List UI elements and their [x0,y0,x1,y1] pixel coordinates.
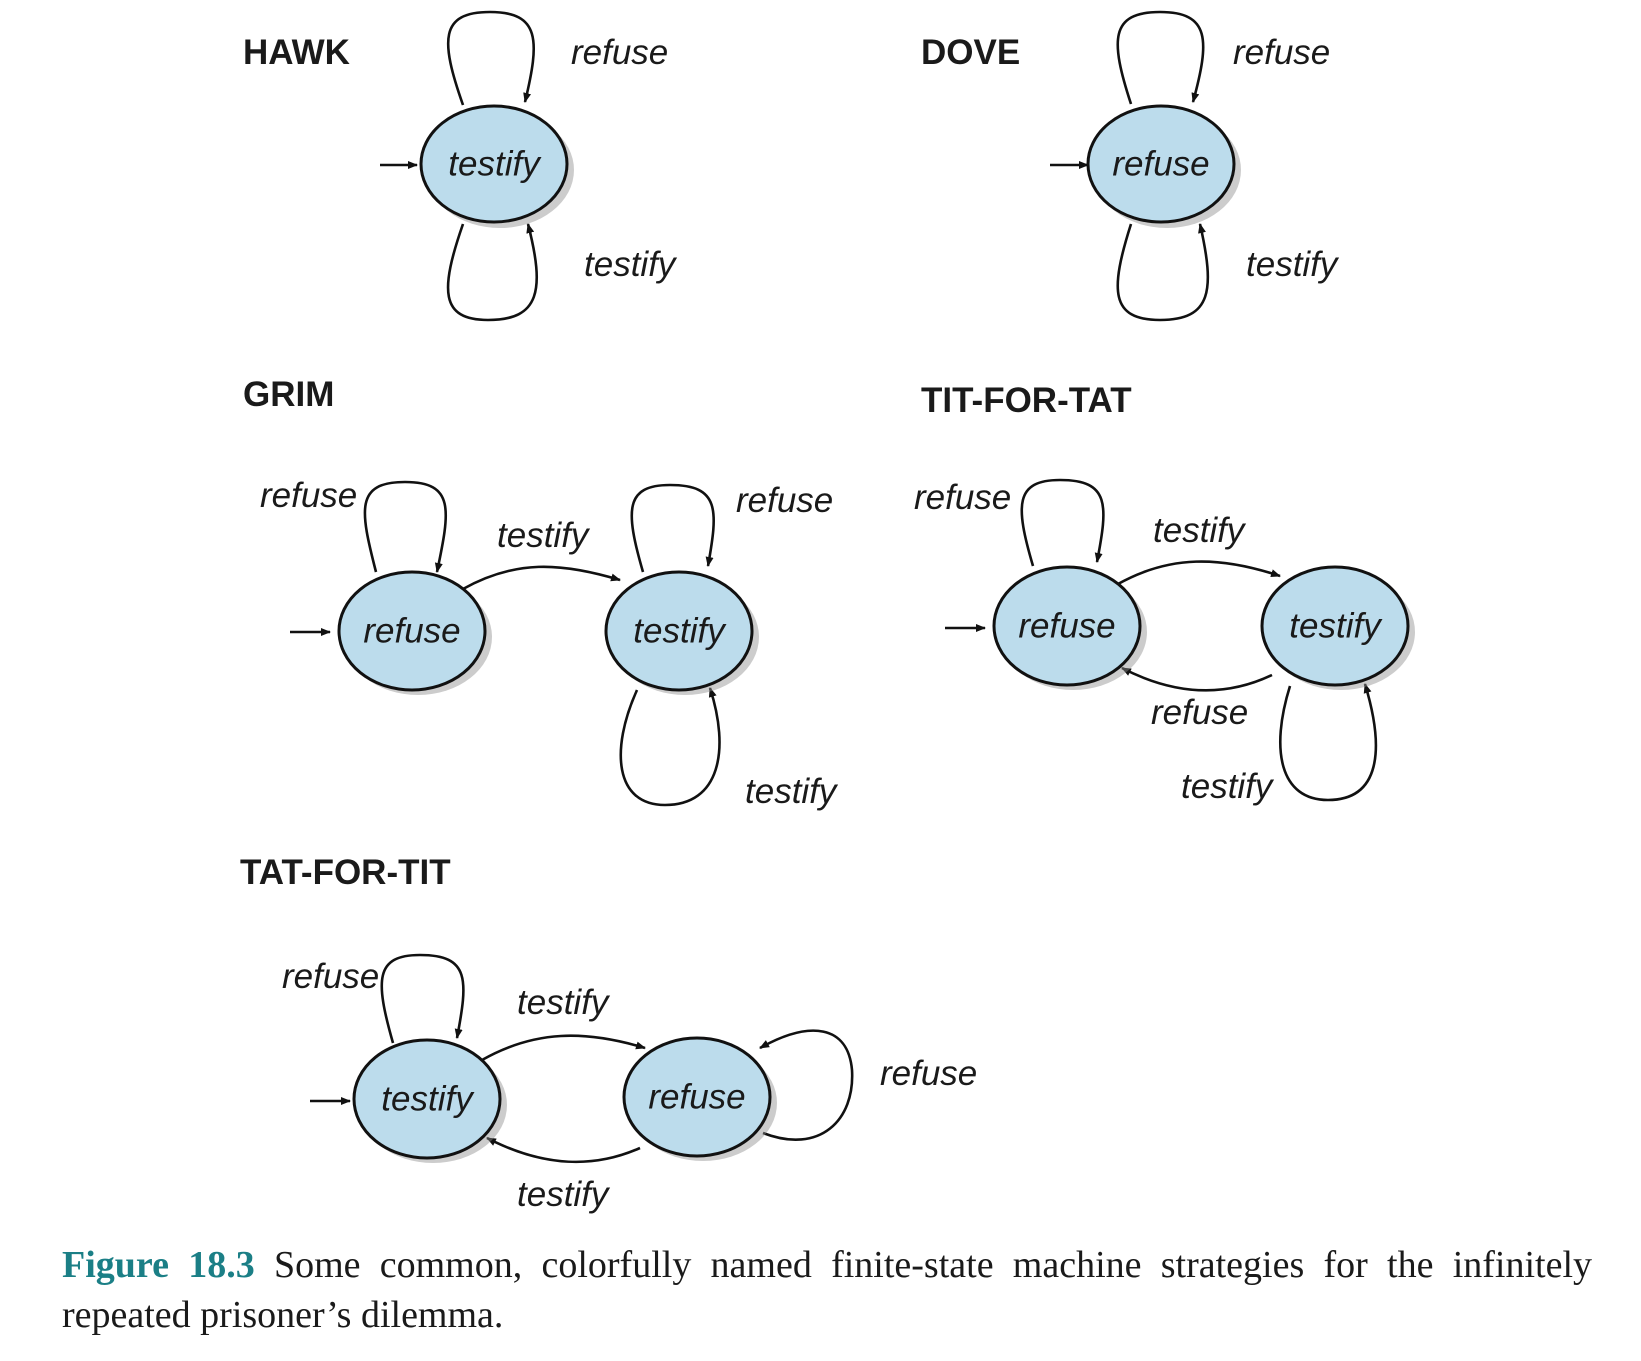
titfortat-state-refuse [992,565,1142,687]
tatfortit-state-refuse [622,1036,772,1158]
grim-state-testify [604,570,754,692]
hawk-testify-label: testify [584,245,678,284]
titfortat-s1-to-s0-label: refuse [1151,693,1248,732]
hawk-state-label: testify [448,145,542,184]
tatfortit-testify-edge [481,1034,646,1062]
tatfortit-state-testify-label: testify [381,1080,475,1119]
tatfortit-s1-to-s0-label: testify [517,1175,611,1214]
tatfortit-state-testify [352,1038,502,1160]
dove-refuse-label: refuse [1233,33,1330,72]
tatfortit-machine: TAT-FOR-TIT testify refuse refuse testif… [240,853,977,1214]
titfortat-machine: TIT-FOR-TAT refuse testify refuse testif… [914,381,1415,806]
dove-title: DOVE [921,33,1020,72]
hawk-refuse-label: refuse [571,33,668,72]
dove-state-label: refuse [1112,145,1209,184]
dove-testify-label: testify [1246,245,1340,284]
grim-s0-to-s1-label: testify [497,516,591,555]
tatfortit-s0-loop-label: refuse [282,957,379,996]
hawk-state-testify [419,104,569,224]
figure-caption-text: Some common, colorfully named finite-sta… [62,1244,1593,1336]
titfortat-refuse-edge [1121,666,1273,692]
grim-state-refuse [337,570,487,692]
grim-testify-loop [619,687,721,807]
tatfortit-s0-to-s1-label: testify [517,983,611,1022]
hawk-refuse-loop [446,10,536,106]
grim-s1-loop-top-label: refuse [736,481,833,520]
tatfortit-testify-back-edge [486,1136,641,1164]
tatfortit-s1-loop-label: refuse [880,1054,977,1093]
figure-caption: Figure 18.3 Some common, colorfully name… [62,1240,1592,1340]
dove-machine: DOVE refuse refuse testify [921,10,1340,322]
titfortat-s0-to-s1-label: testify [1153,511,1247,550]
titfortat-s1-loop-label: testify [1181,767,1275,806]
hawk-testify-loop [446,223,539,322]
titfortat-state-testify-label: testify [1289,607,1383,646]
hawk-machine: HAWK testify refuse testify [243,10,678,322]
titfortat-state-testify [1260,565,1410,687]
dove-refuse-loop [1116,10,1205,105]
titfortat-title: TIT-FOR-TAT [921,381,1132,420]
dove-state-refuse [1086,104,1236,224]
grim-state-testify-label: testify [633,612,727,651]
dove-testify-loop [1116,223,1210,322]
figure-caption-label: Figure 18.3 [62,1244,255,1286]
tatfortit-state-refuse-label: refuse [648,1078,745,1117]
grim-testify-edge [462,565,621,591]
grim-state-refuse-label: refuse [363,612,460,651]
tatfortit-refuse-loop [380,953,465,1044]
titfortat-state-refuse-label: refuse [1018,607,1115,646]
titfortat-testify-loop [1278,683,1378,802]
tatfortit-refuse-loop-2 [759,1029,854,1141]
titfortat-testify-edge [1117,560,1281,586]
hawk-title: HAWK [243,33,350,72]
titfortat-refuse-loop [1020,478,1105,567]
grim-title: GRIM [243,375,334,414]
titfortat-s0-loop-label: refuse [914,478,1011,517]
tatfortit-title: TAT-FOR-TIT [240,853,451,892]
grim-machine: GRIM refuse testify refuse testify refus… [243,375,839,811]
grim-s0-loop-label: refuse [260,476,357,515]
grim-refuse-loop-2 [630,483,716,573]
grim-refuse-loop [363,480,447,573]
grim-s1-loop-bottom-label: testify [745,772,839,811]
